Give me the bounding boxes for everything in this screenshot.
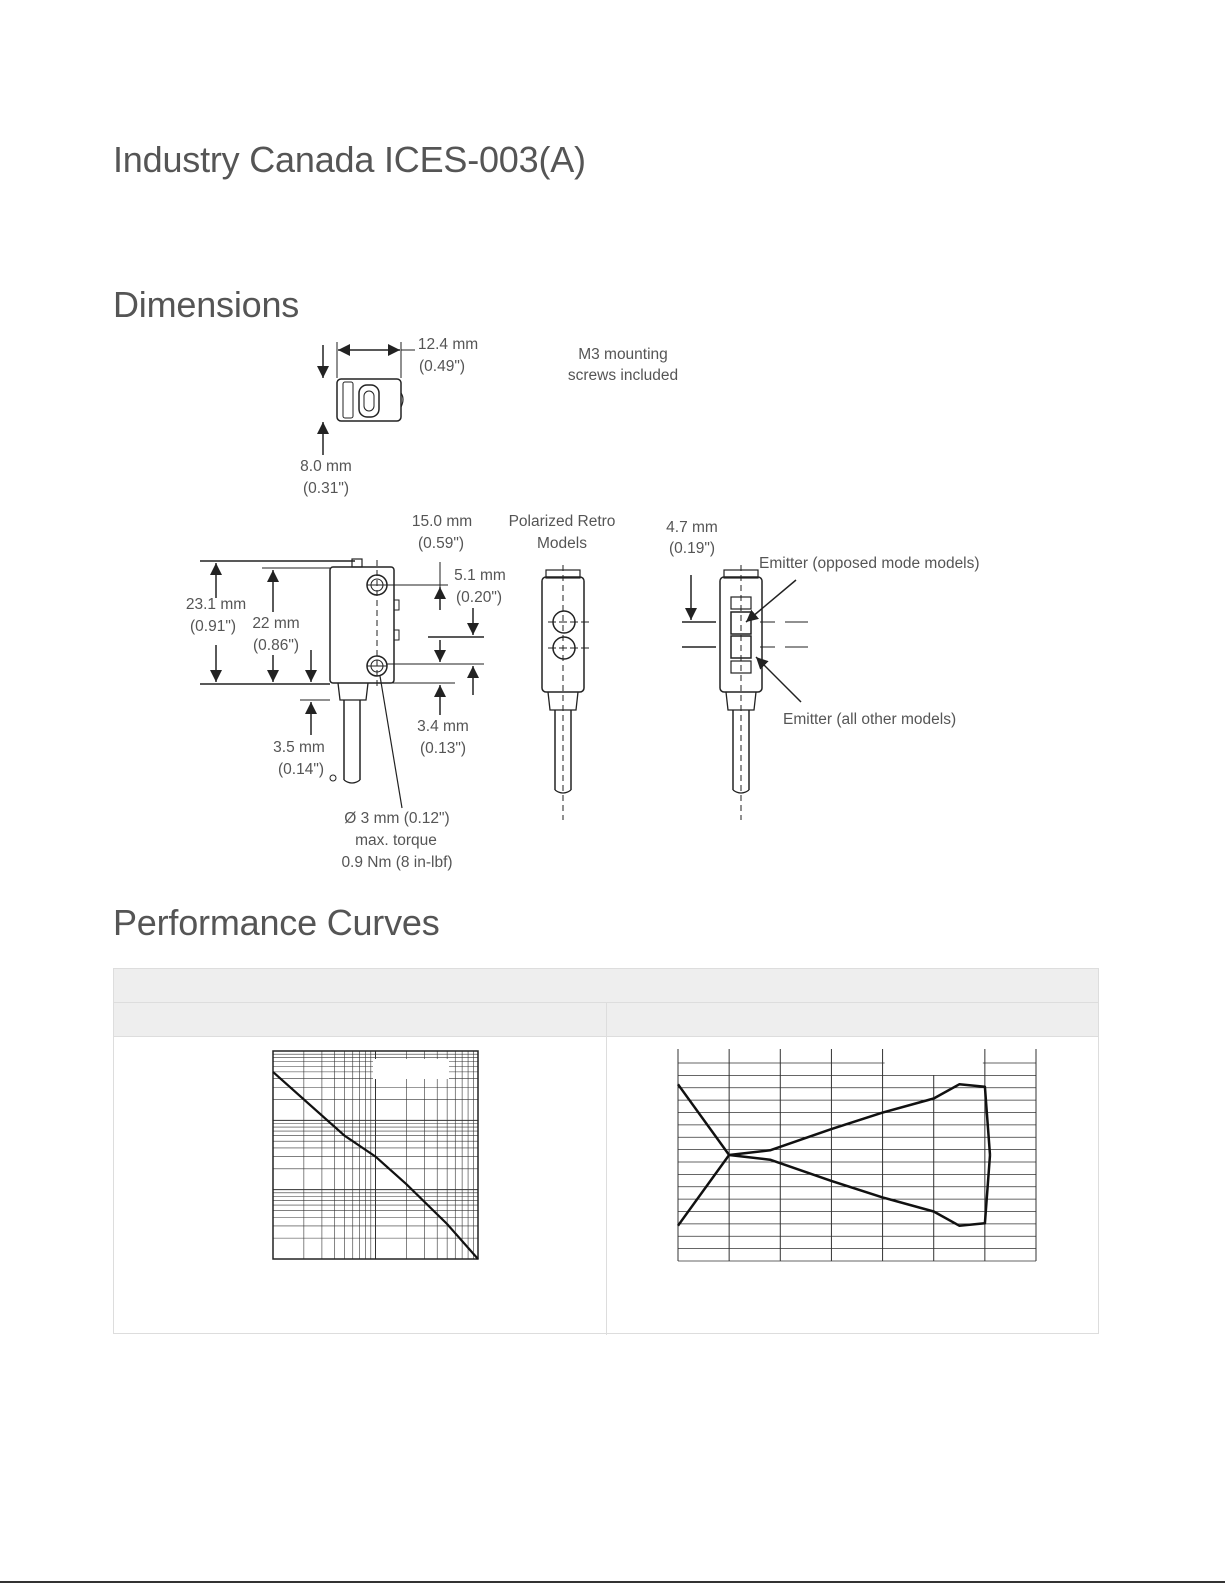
overall-height-in: (0.91") (190, 618, 236, 635)
end-view-sensor (336, 378, 404, 422)
polarized-label-line1: Polarized Retro (509, 513, 616, 530)
footer-rule (0, 1581, 1225, 1583)
emitter-opposed-label: Emitter (opposed mode models) (759, 555, 980, 572)
end-height-mm: 8.0 mm (300, 458, 352, 475)
performance-table-title-row (114, 969, 1098, 1003)
beam-pattern-chart (676, 1049, 1037, 1262)
hole-note-line3: 0.9 Nm (8 in-lbf) (341, 854, 452, 871)
front-spacing-mm: 4.7 mm (666, 519, 718, 536)
polarized-label-line2: Models (537, 535, 587, 552)
base-height-mm: 3.5 mm (273, 739, 325, 756)
lens-offset-in: (0.20") (456, 589, 502, 606)
series-line (676, 1083, 992, 1227)
hole-note-line2: max. torque (355, 832, 437, 849)
series-line (676, 1083, 992, 1227)
plot-frame (272, 1050, 479, 1260)
section-title-performance: Performance Curves (113, 902, 440, 943)
base-height-in: (0.14") (278, 761, 324, 778)
mounting-note-line1: M3 mounting (578, 346, 668, 363)
legend-box (884, 1049, 983, 1075)
emitter-other-label: Emitter (all other models) (783, 711, 956, 728)
body-height-in: (0.86") (253, 637, 299, 654)
section-title-ices: Industry Canada ICES-003(A) (113, 139, 586, 180)
performance-table-col1-header (114, 1003, 606, 1037)
bottom-hole-in: (0.13") (420, 740, 466, 757)
section-title-dimensions: Dimensions (113, 284, 300, 325)
series-line (272, 1071, 479, 1260)
performance-table-col2-header (607, 1003, 1098, 1037)
dimensions-drawing: 12.4 mm (0.49") 8.0 mm (0.31") M3 mounti… (186, 336, 980, 871)
performance-curves-table (113, 968, 1099, 1335)
performance-table-divider (606, 1003, 607, 1335)
side-view-sensor (329, 558, 400, 784)
front-spacing-in: (0.19") (669, 540, 715, 557)
end-height-in: (0.31") (303, 480, 349, 497)
bottom-hole-mm: 3.4 mm (417, 718, 469, 735)
overall-height-mm: 23.1 mm (186, 596, 246, 613)
hole-spacing-mm: 15.0 mm (412, 513, 472, 530)
body-height-mm: 22 mm (252, 615, 299, 632)
lens-offset-mm: 5.1 mm (454, 567, 506, 584)
mounting-note-line2: screws included (568, 367, 678, 384)
end-width-in: (0.49") (419, 358, 465, 375)
legend-box (373, 1059, 449, 1079)
hole-spacing-in: (0.59") (418, 535, 464, 552)
polarized-retro-view (541, 569, 585, 794)
hole-note-line1: Ø 3 mm (0.12") (344, 810, 449, 827)
end-width-mm: 12.4 mm (418, 336, 478, 353)
excess-gain-chart (272, 1050, 479, 1260)
